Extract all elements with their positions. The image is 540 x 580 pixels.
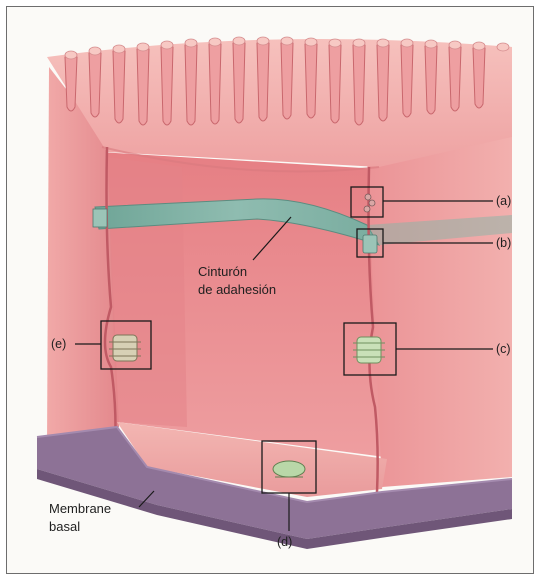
basal-membrane-label-line1: Membrane bbox=[49, 501, 111, 516]
right-cell-face bbox=[367, 127, 512, 487]
callout-a-label: (a) bbox=[496, 194, 511, 209]
adhesion-belt-label-line2: de adahesión bbox=[198, 282, 276, 297]
hemidesmosome bbox=[273, 461, 305, 477]
adherens-junction bbox=[363, 235, 377, 253]
adhesion-belt-label-line1: Cinturón bbox=[198, 264, 247, 279]
callout-c-label: (c) bbox=[496, 342, 511, 357]
callout-e-label: (e) bbox=[51, 337, 66, 352]
gap-junction bbox=[109, 335, 141, 361]
callout-b-label: (b) bbox=[496, 236, 511, 251]
callout-d-label: (d) bbox=[277, 535, 292, 550]
desmosome bbox=[353, 337, 385, 363]
figure-frame: (a) (b) (c) (e) (d) Cinturón de adahesió… bbox=[6, 6, 534, 574]
basal-membrane-label-line2: basal bbox=[49, 519, 80, 534]
